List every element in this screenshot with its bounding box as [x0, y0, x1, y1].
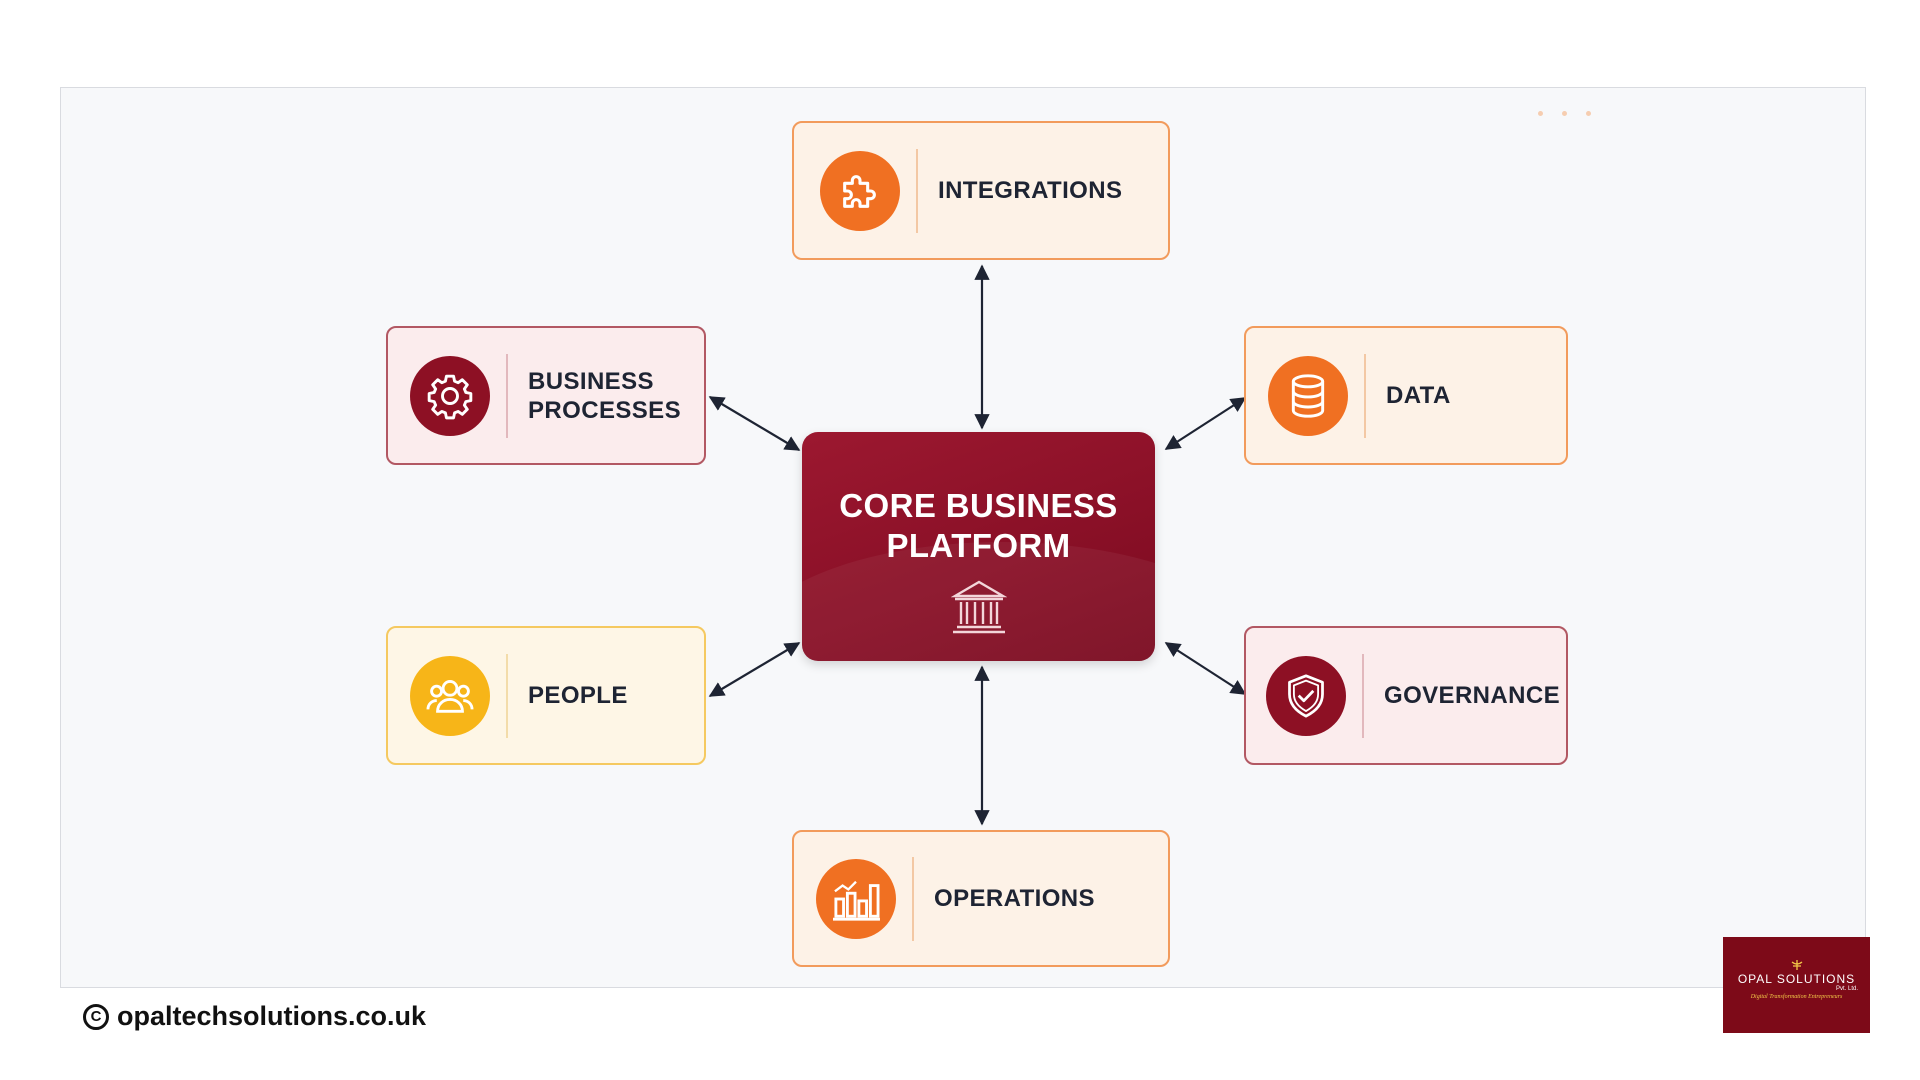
company-logo: OPAL SOLUTIONS Pvt. Ltd. Digital Transfo… [1723, 937, 1870, 1033]
divider [1362, 653, 1364, 738]
gear-icon [410, 355, 490, 436]
arrow-business-processes [708, 396, 801, 451]
node-label: DATA [1386, 382, 1451, 409]
node-label: BUSINESS PROCESSES [528, 367, 681, 424]
arrow-governance [1164, 642, 1247, 695]
node-label: OPERATIONS [934, 885, 1095, 912]
logo-tagline: Digital Transformation Entrepreneurs [1750, 994, 1843, 1000]
node-people[interactable]: PEOPLE [386, 626, 706, 765]
divider [1364, 353, 1366, 438]
arrow-people [708, 642, 801, 697]
node-business-processes[interactable]: BUSINESS PROCESSES [386, 326, 706, 465]
core-business-platform[interactable]: CORE BUSINESS PLATFORM [802, 432, 1155, 661]
node-operations[interactable]: OPERATIONS [792, 830, 1170, 967]
database-icon [1268, 355, 1348, 436]
bar-chart-icon [816, 858, 896, 939]
decorative-dots [1538, 111, 1591, 116]
users-icon [410, 655, 490, 736]
logo-mark-icon [1791, 960, 1802, 970]
divider [912, 856, 914, 941]
logo-name: OPAL SOLUTIONS [1737, 972, 1856, 986]
divider [506, 653, 508, 738]
node-governance[interactable]: GOVERNANCE [1244, 626, 1568, 765]
logo-suffix: Pvt. Ltd. [1835, 986, 1858, 992]
puzzle-piece-icon [820, 150, 900, 231]
shield-check-icon [1266, 655, 1346, 736]
copyright-icon: C [83, 1003, 109, 1030]
node-integrations[interactable]: INTEGRATIONS [792, 121, 1170, 260]
node-data[interactable]: DATA [1244, 326, 1568, 465]
core-title: CORE BUSINESS PLATFORM [839, 487, 1118, 564]
node-label: INTEGRATIONS [938, 177, 1123, 204]
node-label: GOVERNANCE [1384, 682, 1561, 709]
copyright-text: C opaltechsolutions.co.uk [83, 1001, 426, 1032]
node-label: PEOPLE [528, 682, 628, 709]
divider [916, 148, 918, 233]
arrow-data [1164, 397, 1247, 450]
bank-building-icon [950, 580, 1007, 634]
divider [506, 353, 508, 438]
website-url: opaltechsolutions.co.uk [117, 1001, 427, 1031]
